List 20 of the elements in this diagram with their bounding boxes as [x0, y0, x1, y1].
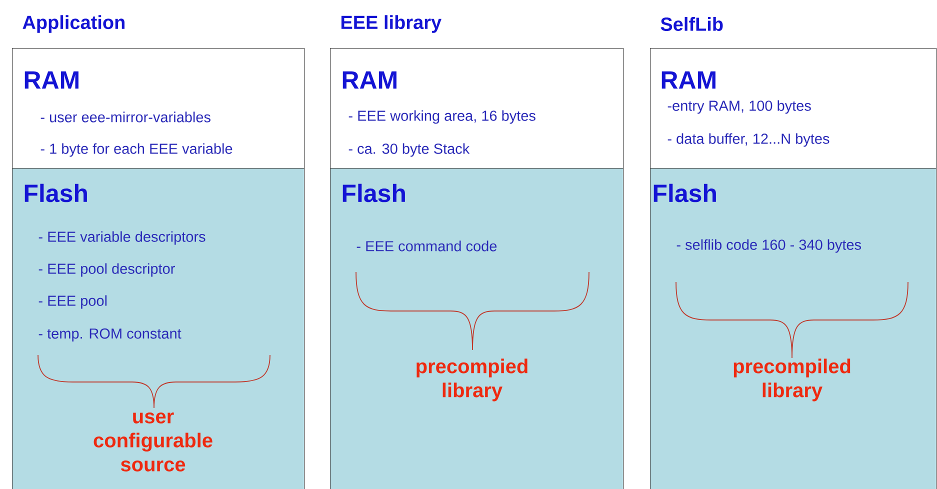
memory-box: Flash - EEE command code precompied library: [330, 168, 624, 489]
node-label: - EEE variable descriptors: [38, 231, 206, 245]
node-label: - EEE command code: [356, 240, 497, 252]
memory-box: Flash - selflib code 160 - 340 bytes precompiled library: [650, 168, 937, 489]
column-title: EEE library: [341, 15, 442, 33]
column-title: SelfLib: [660, 17, 723, 31]
node-label: - EEE pool: [38, 295, 107, 309]
node-label: - temp. ROM constant: [38, 328, 182, 342]
node-label: Flash: [24, 184, 87, 202]
node-label: Flash: [654, 184, 716, 202]
memory-box: Flash - EEE variable descriptors - EEE pool descriptor - EEE pool - temp. ROM constant user configurable source: [12, 168, 305, 489]
memory-box: RAM - EEE working area, 16 bytes - ca. 30 byte Stack: [330, 48, 624, 169]
node-label: user configurable source: [94, 412, 212, 472]
memory-box: RAM -entry RAM, 100 bytes - data buffer, 12...N bytes: [650, 48, 937, 169]
node-label: precompied library: [416, 358, 528, 402]
node-label: precompiled library: [734, 358, 850, 402]
node-label: - EEE pool descriptor: [38, 263, 175, 277]
node-label: Flash: [342, 184, 405, 202]
memory-box: RAM - user eee-mirror-variables - 1 byte for each EEE variable: [12, 48, 305, 169]
node-label: - selflib code 160 - 340 bytes: [676, 239, 862, 253]
